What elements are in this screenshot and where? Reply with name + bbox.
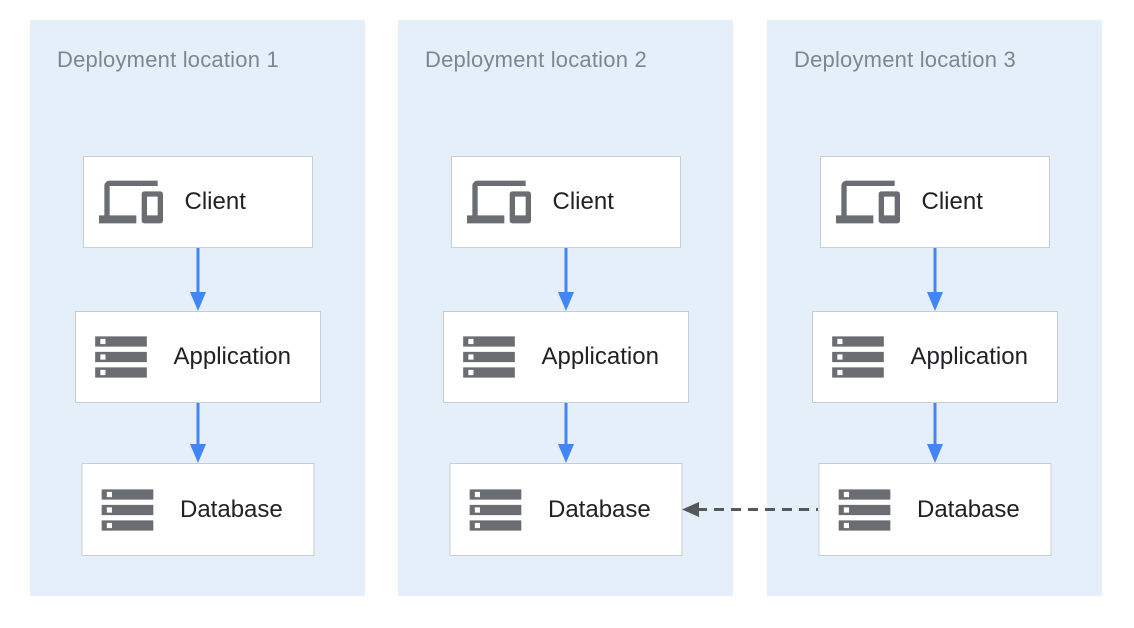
node-label: Application <box>910 343 1028 370</box>
client-node: Client <box>450 156 681 248</box>
database-node: Database <box>81 463 314 556</box>
devices-icon <box>466 170 531 234</box>
arrow-client-to-application <box>926 248 943 311</box>
panel-title: Deployment location 1 <box>57 47 279 72</box>
deployment-panel-1: Deployment location 1 Client Application <box>30 20 365 596</box>
arrow-client-to-application <box>189 248 206 311</box>
devices-icon <box>98 170 163 234</box>
arrow-client-to-application <box>557 248 574 311</box>
panel-title: Deployment location 3 <box>794 47 1016 72</box>
node-label: Client <box>921 188 983 215</box>
node-label: Application <box>173 343 291 370</box>
node-label: Client <box>552 188 614 215</box>
node-label: Database <box>917 495 1020 523</box>
deployment-panel-2: Deployment location 2 Client Application <box>398 20 733 596</box>
dashed-arrow-database3-to-database2 <box>682 502 818 517</box>
server-stack-icon <box>458 326 520 388</box>
server-stack-icon <box>827 326 889 388</box>
client-node: Client <box>82 156 313 248</box>
application-node: Application <box>811 311 1058 403</box>
arrow-application-to-database <box>926 403 943 463</box>
arrow-application-to-database <box>189 403 206 463</box>
node-label: Database <box>548 495 651 523</box>
node-label: Client <box>184 188 246 215</box>
panel-title: Deployment location 2 <box>425 47 647 72</box>
server-stack-icon <box>90 326 152 388</box>
deployment-panel-3: Deployment location 3 Client Application <box>767 20 1102 596</box>
application-node: Application <box>74 311 321 403</box>
node-label: Application <box>541 343 659 370</box>
client-node: Client <box>819 156 1050 248</box>
server-stack-icon <box>96 479 158 541</box>
database-node: Database <box>818 463 1051 556</box>
database-node: Database <box>449 463 682 556</box>
application-node: Application <box>442 311 689 403</box>
server-stack-icon <box>464 479 526 541</box>
node-label: Database <box>180 495 283 523</box>
arrow-application-to-database <box>557 403 574 463</box>
server-stack-icon <box>833 479 895 541</box>
devices-icon <box>835 170 900 234</box>
